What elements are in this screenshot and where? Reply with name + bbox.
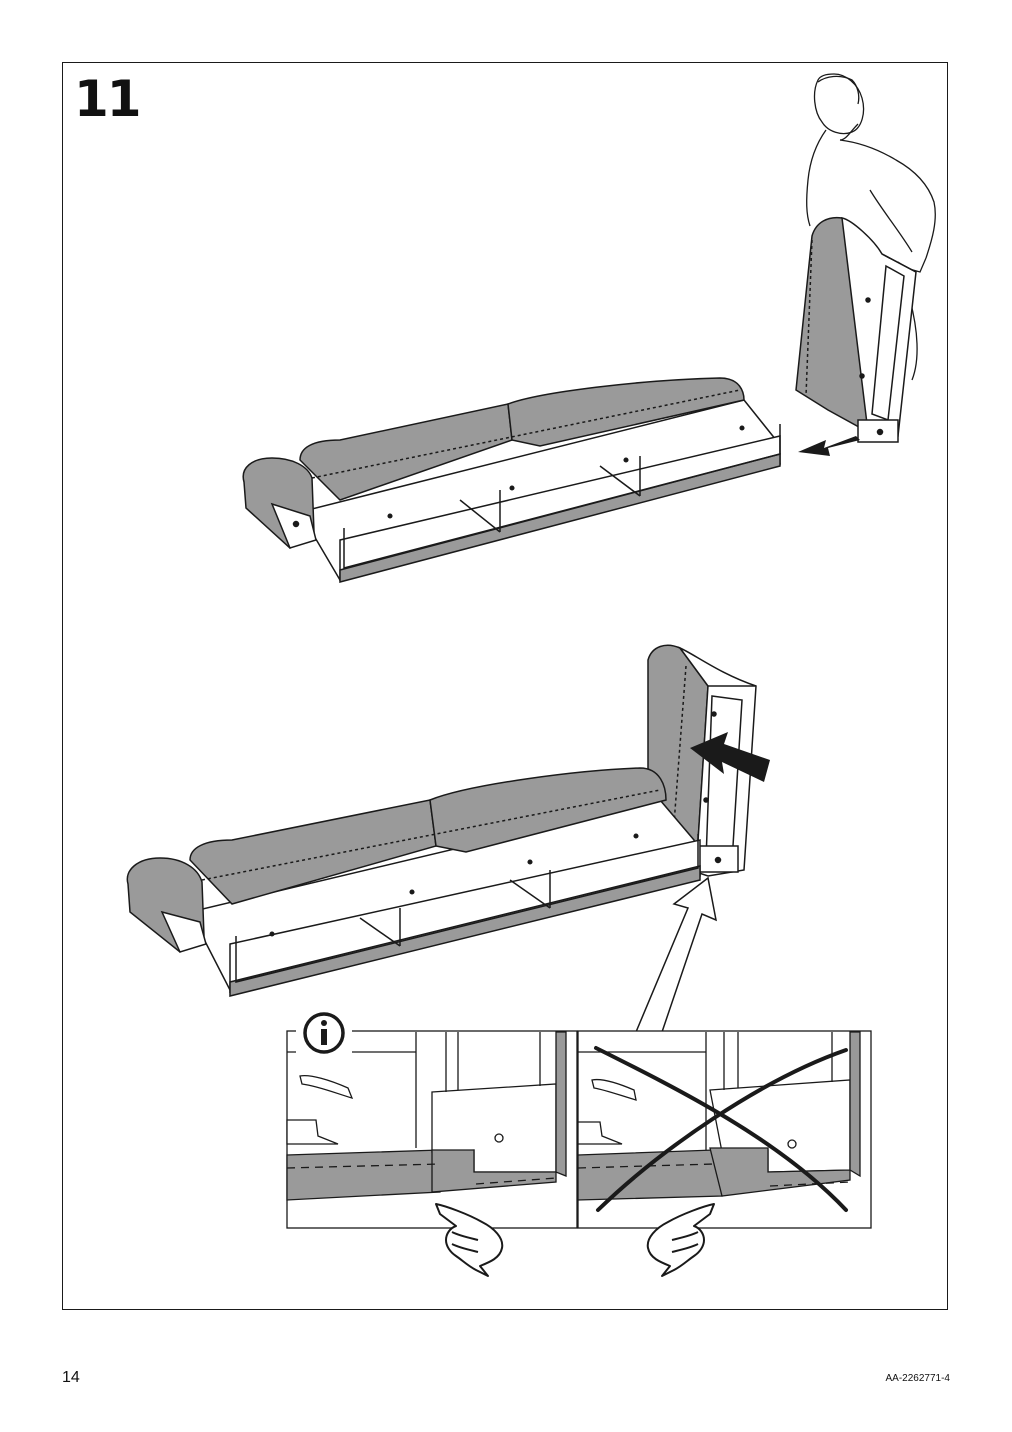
info-icon: [296, 1010, 352, 1058]
step-frame: [62, 62, 948, 1310]
page-number: 14: [62, 1369, 80, 1386]
document-code: AA-2262771-4: [885, 1373, 951, 1384]
armrest-top: [795, 216, 917, 443]
pointing-hand-icon: [435, 1203, 504, 1277]
push-arrow: [690, 732, 770, 782]
pointing-hand-icon-2: [646, 1203, 715, 1277]
sofa-middle: [126, 767, 701, 997]
cross-icon: [594, 1046, 848, 1212]
middle-scene: [126, 644, 770, 1033]
top-scene: [242, 73, 936, 583]
sofa-top: [242, 377, 781, 583]
step-number: 11: [74, 70, 142, 128]
info-panel: [286, 1010, 872, 1277]
correct-detail: [286, 1030, 578, 1229]
move-arrow-top: [798, 436, 860, 456]
detail-callout-arrow: [634, 876, 718, 1033]
